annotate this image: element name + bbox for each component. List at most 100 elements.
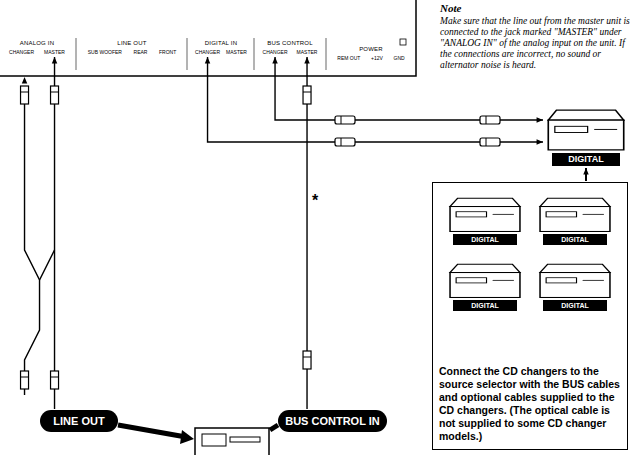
arrowhead xyxy=(537,117,543,122)
arrowhead xyxy=(537,139,543,144)
jack-row: REM OUT +12V GND xyxy=(332,55,410,61)
panel-divider xyxy=(254,38,255,70)
note-heading: Note xyxy=(440,2,461,14)
digital-label: DIGITAL xyxy=(552,153,621,166)
jack-group: POWER REM OUT +12V GND xyxy=(332,46,410,61)
master-unit xyxy=(195,428,269,455)
plug-ring xyxy=(341,138,342,146)
cable-plug xyxy=(303,86,311,104)
changer-body xyxy=(548,120,623,150)
pill-label: BUS CONTROL IN xyxy=(285,415,380,427)
cable-plug xyxy=(335,116,355,124)
digital-label: DIGITAL xyxy=(543,300,607,311)
changer-line xyxy=(583,214,604,215)
cable-plug xyxy=(480,138,500,146)
cable-line xyxy=(25,87,40,395)
arrowhead xyxy=(22,77,27,83)
pointer-arrows xyxy=(118,425,278,444)
plug-ring xyxy=(303,92,311,93)
note-text: Make sure that the line out from the mas… xyxy=(440,16,630,71)
jack-group-label: POWER xyxy=(332,46,410,52)
jack-row: CHANGERMASTER xyxy=(192,49,250,55)
cd-changer: DIGITAL xyxy=(447,259,523,311)
panel-divider xyxy=(187,38,188,70)
instruction-text: Connect the CD changers to the source se… xyxy=(439,365,621,443)
changer-slot xyxy=(555,126,588,132)
changer-body xyxy=(540,273,610,298)
jack-group-label: ANALOG IN xyxy=(4,40,70,46)
changer-line xyxy=(493,280,514,281)
changer-slot xyxy=(546,278,576,283)
jack-row: CHANGERMASTER xyxy=(258,49,322,55)
plug-ring xyxy=(21,377,29,378)
jack-label: MASTER xyxy=(226,49,247,55)
jack-label: MASTER xyxy=(297,49,318,55)
cd-changer: DIGITAL xyxy=(447,193,523,245)
arrowhead xyxy=(304,57,309,63)
plug-ring xyxy=(341,116,342,124)
cable-connector xyxy=(21,57,59,409)
changer-slot xyxy=(456,212,486,217)
jack-group: ANALOG IN CHANGER MASTER xyxy=(4,40,70,55)
changer-body xyxy=(450,207,520,232)
changer-top xyxy=(450,264,520,272)
cd-changer: DIGITAL xyxy=(537,193,613,245)
callout-pill: BUS CONTROL IN xyxy=(278,410,387,432)
jack-label: REM OUT xyxy=(337,55,360,61)
jack-row: CHANGER MASTER xyxy=(4,49,70,55)
plug-ring xyxy=(21,92,29,93)
changer-top xyxy=(548,110,623,120)
cable-connector xyxy=(205,57,543,146)
jack-label: CHANGER xyxy=(9,49,34,55)
cable-connector xyxy=(303,57,311,409)
changer-box: Connect the CD changers to the source se… xyxy=(432,182,628,450)
pill-label: LINE OUT xyxy=(53,415,104,427)
changer-body xyxy=(450,273,520,298)
changer-top xyxy=(540,198,610,206)
jack-label: GND xyxy=(394,55,405,61)
jack-label: +12V xyxy=(371,55,383,61)
digital-label: DIGITAL xyxy=(453,234,517,245)
asterisk: * xyxy=(312,192,318,210)
cable-plug xyxy=(480,116,500,124)
changer-line xyxy=(583,280,604,281)
jack-group: BUS CONTROL CHANGERMASTER xyxy=(258,40,322,55)
callout-pill: LINE OUT xyxy=(40,410,118,432)
jack-group-label: BUS CONTROL xyxy=(258,40,322,46)
jack-row: SUB WOOFERREARFRONT xyxy=(82,49,182,55)
cable-plug xyxy=(51,371,59,389)
cable-plug xyxy=(335,138,355,146)
plug-ring xyxy=(486,138,487,146)
digital-label: DIGITAL xyxy=(543,234,607,245)
arrowhead xyxy=(52,57,57,63)
arrowhead xyxy=(272,57,277,63)
jack-group-label: DIGITAL IN xyxy=(192,40,250,46)
plug-ring xyxy=(51,377,59,378)
cable-plug xyxy=(21,371,29,389)
panel-divider xyxy=(326,38,327,70)
plug-ring xyxy=(51,92,59,93)
plug-ring xyxy=(303,357,311,358)
jack-group: LINE OUTSUB WOOFERREARFRONT xyxy=(82,40,182,55)
cable-plug xyxy=(21,86,29,104)
jack-label: MASTER xyxy=(44,49,65,55)
pointer-arrow xyxy=(270,425,278,430)
arrowhead xyxy=(180,430,194,444)
cable-line xyxy=(54,57,55,409)
cd-changer: DIGITAL xyxy=(537,259,613,311)
cd-changer: DIGITAL xyxy=(545,104,627,166)
cable-line xyxy=(40,250,55,280)
plug-ring xyxy=(486,116,487,124)
changer-line xyxy=(493,214,514,215)
changer-top xyxy=(450,198,520,206)
changer-body xyxy=(540,207,610,232)
cable-connector xyxy=(583,168,588,181)
unit-display xyxy=(202,434,226,446)
jack-label: FRONT xyxy=(159,49,176,55)
unit-body xyxy=(195,428,269,455)
changer-slot xyxy=(456,278,486,283)
changer-line xyxy=(594,129,617,130)
unit-slot xyxy=(230,437,260,442)
changer-slot xyxy=(546,212,576,217)
